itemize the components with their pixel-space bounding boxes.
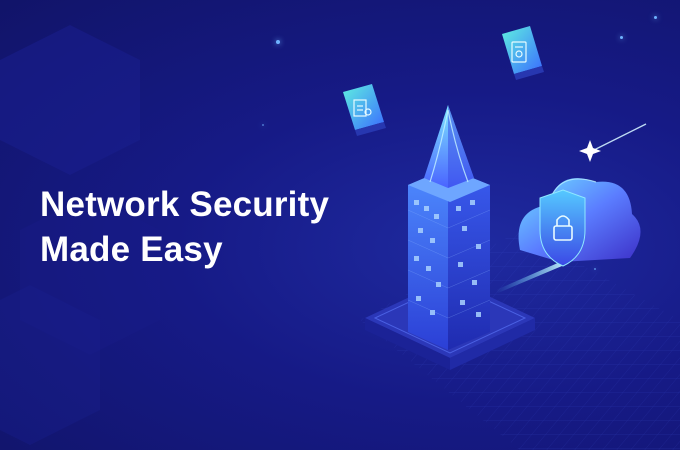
skyscraper-server-icon [407,105,491,350]
headline-line-2: Made Easy [40,230,223,269]
glow-dot [594,268,596,270]
headline-line-1: Network Security [40,185,330,224]
padlock-icon [539,189,586,267]
data-beam [496,262,562,293]
sparkle-icon [579,123,647,162]
certificate-icon [502,26,544,80]
headline: Network Security Made Easy [40,182,329,272]
document-security-icon [343,84,386,136]
glow-dot [262,124,264,126]
glow-dot [654,16,657,19]
glow-dot [276,40,280,44]
glow-dot [620,36,623,39]
